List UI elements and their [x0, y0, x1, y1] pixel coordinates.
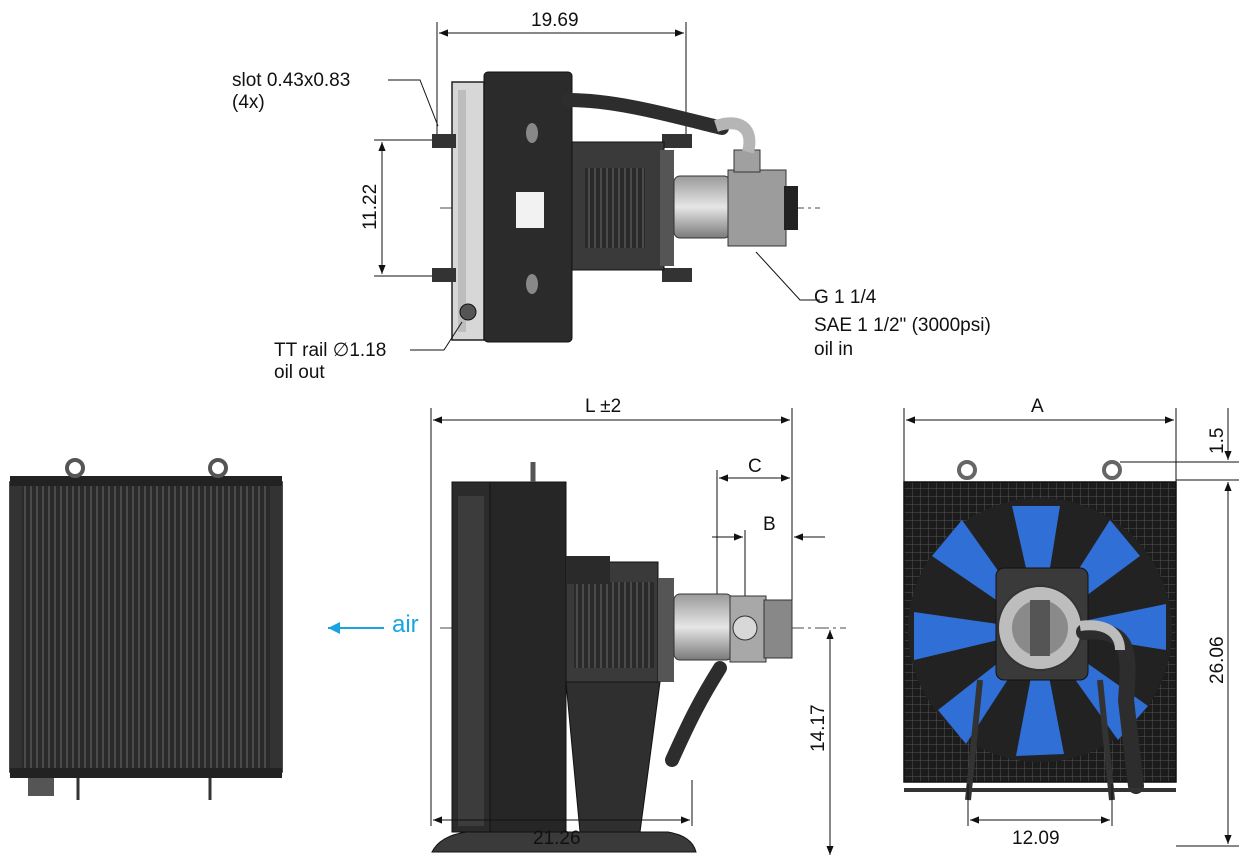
top-view — [374, 22, 820, 351]
air-label: air — [392, 611, 419, 638]
slot-qty: (4x) — [232, 92, 265, 113]
dim-C: C — [748, 456, 762, 477]
front-view — [903, 408, 1239, 847]
left-view — [9, 458, 283, 800]
rail-label: TT rail ∅1.18 — [274, 340, 387, 361]
port-label: G 1 1/4 — [814, 287, 877, 308]
slot-label: slot 0.43x0.83 — [232, 70, 351, 91]
dim-B: B — [763, 514, 776, 535]
dim-A: A — [1031, 396, 1044, 417]
side-view — [328, 408, 846, 855]
dim-L: L ±2 — [585, 396, 622, 417]
dim-front-base: 12.09 — [1012, 828, 1060, 849]
dim-side-base: 21.26 — [533, 828, 581, 849]
dim-front-top: 1.5 — [1207, 427, 1228, 454]
dim-front-height: 26.06 — [1207, 636, 1228, 684]
rail-note: oil out — [274, 362, 325, 383]
dim-top-height: 11.22 — [360, 183, 381, 230]
port-note: oil in — [814, 339, 854, 360]
dim-side-height: 14.17 — [808, 704, 829, 752]
port-spec: SAE 1 1/2" (3000psi) — [814, 315, 991, 336]
dim-top-width: 19.69 — [531, 10, 579, 31]
